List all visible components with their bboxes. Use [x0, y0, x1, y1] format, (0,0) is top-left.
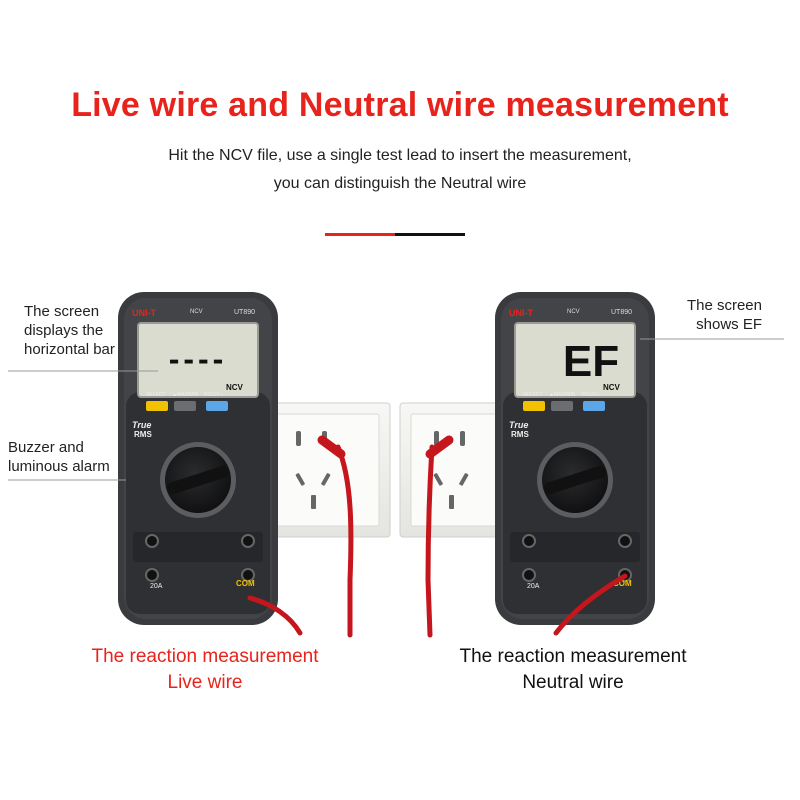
rms-label: RMS: [511, 430, 529, 439]
divider-red: [325, 233, 395, 236]
hold-label: HOLD/☼: [204, 392, 224, 398]
probe-tip-live: [317, 435, 346, 459]
caption-neutral: The reaction measurement Neutral wire: [459, 646, 687, 693]
multimeter-left: UNI-T NCV UT890 ---- NCV SELECT ▲MAX/MIN…: [117, 291, 279, 626]
wall-socket-left: [261, 402, 391, 538]
lcd-mode: NCV: [226, 383, 244, 392]
callout-screen-ef: The screen shows EF: [686, 297, 762, 333]
hold-label: HOLD/☼: [581, 392, 601, 398]
page-title: Live wire and Neutral wire measurement: [71, 86, 729, 124]
jack-com-label: COM: [613, 579, 632, 588]
rms-label: RMS: [134, 430, 152, 439]
callout-screen-bar: The screen displays the horizontal bar: [24, 303, 115, 358]
lcd-mode: NCV: [603, 383, 621, 392]
maxmin-label: ▲MAX/MIN: [549, 392, 576, 398]
brand-logo: UNI-T: [509, 308, 533, 318]
probe-tip-neutral: [425, 435, 454, 459]
true-label: True: [132, 420, 151, 430]
model-label: UT890: [611, 309, 632, 316]
probe-lead-live: [335, 444, 354, 638]
divider-black: [395, 233, 465, 236]
subtitle-line-1: Hit the NCV file, use a single test lead…: [168, 147, 632, 164]
ncv-indicator-label: NCV: [190, 309, 203, 315]
jack-20a-label: 20A: [527, 583, 540, 590]
com-lead-left: [247, 595, 303, 636]
maxmin-label: ▲MAX/MIN: [172, 392, 199, 398]
callout-buzzer: Buzzer and luminous alarm: [8, 439, 110, 475]
com-lead-right: [553, 573, 628, 636]
jack-20a-label: 20A: [150, 583, 163, 590]
lcd-reading: EF: [563, 337, 619, 386]
brand-logo: UNI-T: [132, 308, 156, 318]
probe-lead-neutral: [425, 444, 435, 638]
multimeter-right: UNI-T NCV UT890 EF NCV SELECT ▲MAX/MIN H…: [494, 291, 656, 626]
subtitle-line-2: you can distinguish the Neutral wire: [273, 175, 527, 192]
select-label: SELECT: [146, 392, 165, 398]
jack-com-label: COM: [236, 579, 255, 588]
lcd-reading: ----: [169, 341, 228, 377]
ncv-indicator-label: NCV: [567, 309, 580, 315]
true-label: True: [509, 420, 528, 430]
caption-live: The reaction measurement Live wire: [91, 646, 319, 693]
model-label: UT890: [234, 309, 255, 316]
select-label: SELECT: [523, 392, 542, 398]
